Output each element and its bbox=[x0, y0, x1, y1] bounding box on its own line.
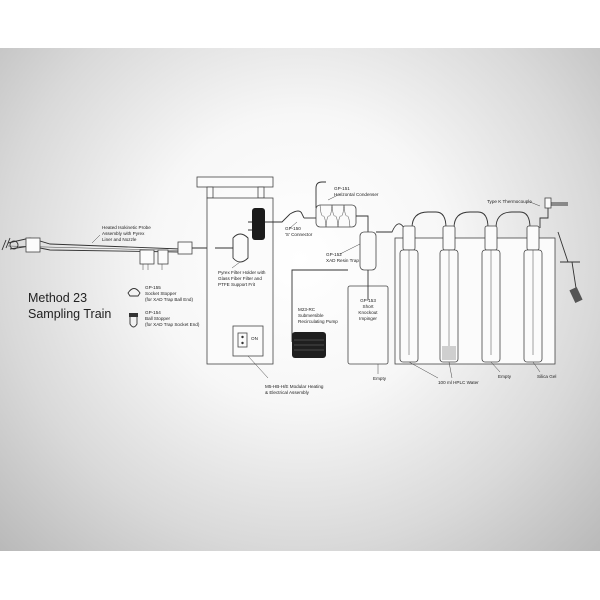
impinger-3 bbox=[481, 225, 501, 363]
gp153-line-4: Impinger bbox=[359, 316, 377, 321]
silica-label: Silica Gel bbox=[537, 374, 556, 379]
impinger-4 bbox=[523, 225, 543, 363]
filter-line-1: Pyrex Filter Holder with bbox=[218, 270, 266, 275]
knockout-impinger: GP-153 Short Knockout Impinger bbox=[347, 285, 389, 365]
horizontal-condenser: GP-151 Horizontal Condenser bbox=[304, 181, 379, 232]
gp152-line-2: XAD Resin Trap bbox=[326, 258, 359, 263]
diagram-title: Method 23 Sampling Train bbox=[28, 291, 111, 321]
gp153-line-3: Knockout bbox=[358, 310, 378, 315]
empty-label-2: Empty bbox=[498, 374, 512, 379]
impinger-labels: Empty 100 ml HPLC Water Empty Silica Gel bbox=[373, 361, 556, 385]
gp154-line-3: (for XAD Trap Socket End) bbox=[145, 322, 200, 327]
pump-line-1: M23-RC bbox=[298, 307, 316, 312]
svg-text:ON: ON bbox=[251, 336, 258, 341]
gp155-line-2: Socket Stopper bbox=[145, 291, 177, 296]
gp150-line-2: 'S' Connector bbox=[285, 232, 313, 237]
gp154-line-1: GP-154 bbox=[145, 310, 161, 315]
impinger-1 bbox=[399, 225, 419, 363]
thermocouple-label: Type K Thermocouple bbox=[487, 199, 532, 204]
impinger-2 bbox=[439, 225, 459, 363]
heating-line-2: & Electrical Assembly bbox=[265, 390, 310, 395]
thermocouple: Type K Thermocouple bbox=[487, 199, 583, 304]
gp151-line-1: GP-151 bbox=[334, 186, 350, 191]
s-connector: GP-150 'S' Connector bbox=[285, 210, 313, 237]
recirculating-pump: M23-RC Submersible Recirculating Pump bbox=[291, 269, 348, 358]
gp151-line-2: Horizontal Condenser bbox=[334, 192, 379, 197]
heated-probe-assembly bbox=[1, 234, 215, 270]
probe-label-line-3: Liner and Nozzle bbox=[102, 237, 137, 242]
gp152-line-1: GP-152 bbox=[326, 252, 342, 257]
title-line-2: Sampling Train bbox=[28, 307, 111, 321]
probe-label: Heated Isokinetic Probe Assembly with Py… bbox=[102, 225, 151, 242]
hplc-label: 100 ml HPLC Water bbox=[438, 380, 479, 385]
filter-label: Pyrex Filter Holder with Glass Fiber Fil… bbox=[218, 270, 266, 287]
heating-line-1: M5-HB-H/E Modular Heating bbox=[265, 384, 324, 389]
pump-line-3: Recirculating Pump bbox=[298, 319, 338, 324]
socket-stopper-gp155: GP-155 Socket Stopper (for XAD Trap Ball… bbox=[127, 285, 193, 302]
filter-holder bbox=[215, 208, 291, 269]
heating-assembly-label: M5-HB-H/E Modular Heating & Electrical A… bbox=[247, 355, 324, 395]
probe-label-line-1: Heated Isokinetic Probe bbox=[102, 225, 151, 230]
filter-line-2: Glass Fiber Filter and bbox=[218, 276, 262, 281]
pump-line-2: Submersible bbox=[298, 313, 324, 318]
ball-stopper-gp154: GP-154 Ball Stopper (for XAD Trap Socket… bbox=[129, 310, 200, 328]
title-line-1: Method 23 bbox=[28, 291, 87, 305]
empty-label-1: Empty bbox=[373, 376, 387, 381]
probe-label-line-2: Assembly with Pyrex bbox=[102, 231, 145, 236]
gp154-line-2: Ball Stopper bbox=[145, 316, 170, 321]
gp150-line-1: GP-150 bbox=[285, 226, 301, 231]
gp153-line-1: GP-153 bbox=[360, 298, 376, 303]
filter-line-3: PTFE Support Frit bbox=[218, 282, 256, 287]
gp155-line-3: (for XAD Trap Ball End) bbox=[145, 297, 193, 302]
impinger-connectors bbox=[376, 197, 552, 233]
xad-resin-trap: GP-152 XAD Resin Trap bbox=[326, 231, 377, 286]
gp153-line-2: Short bbox=[363, 304, 375, 309]
gp155-line-1: GP-155 bbox=[145, 285, 161, 290]
